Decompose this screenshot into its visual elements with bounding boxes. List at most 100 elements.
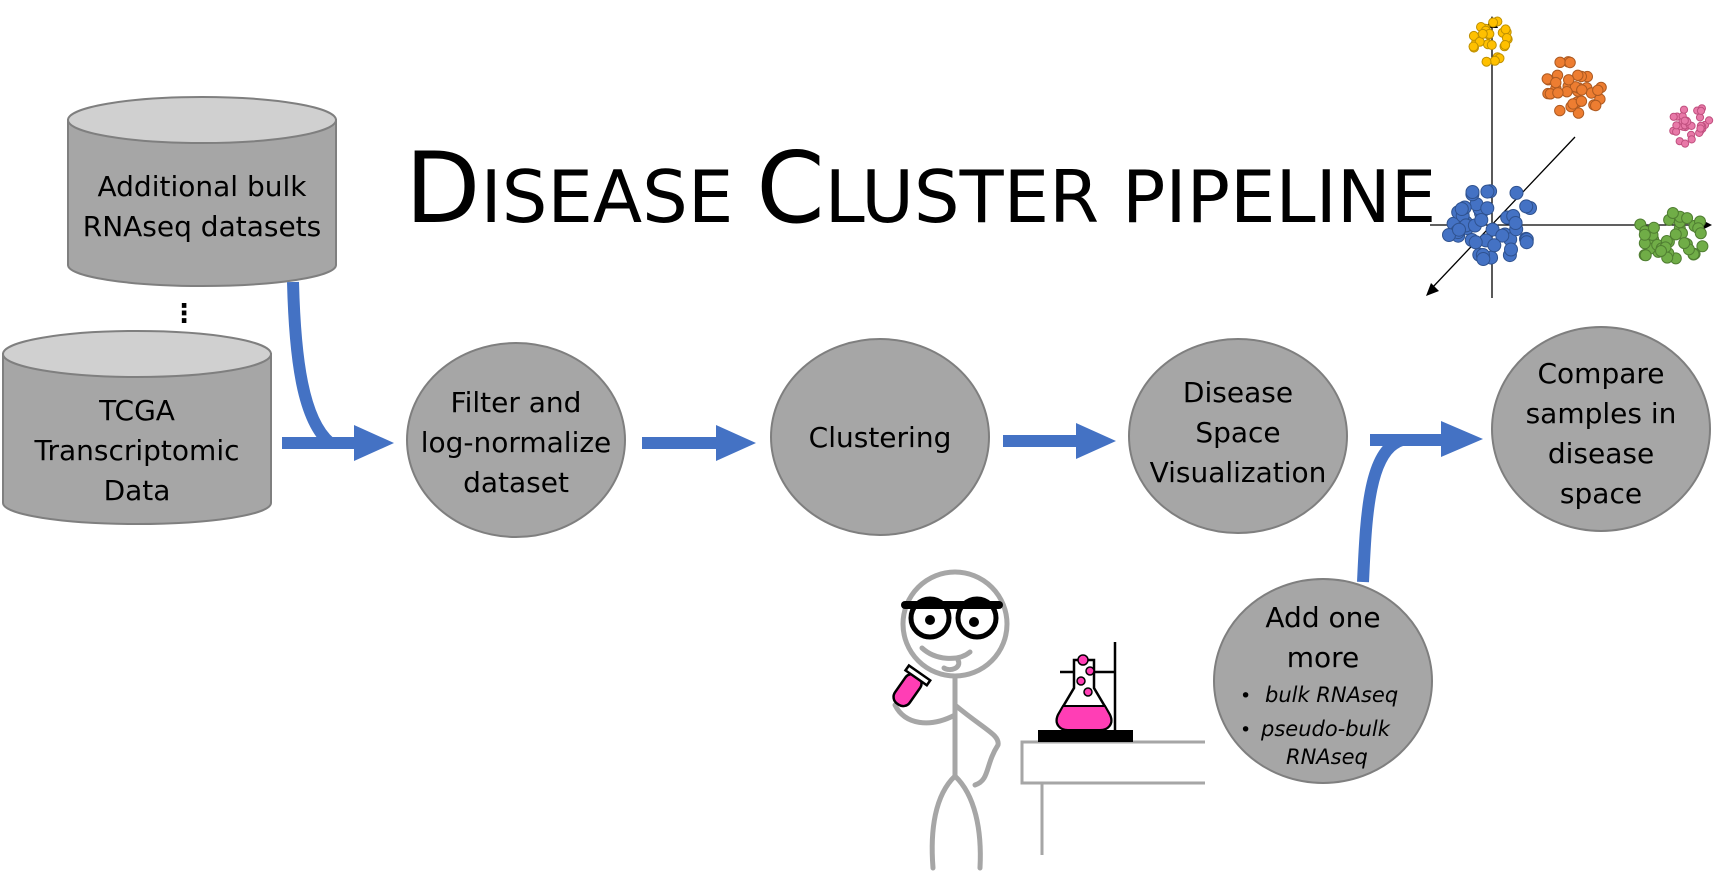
cluster-dot <box>1680 116 1689 125</box>
step-label-line: disease <box>1548 437 1654 470</box>
database-top-cap <box>67 96 337 144</box>
bullet-item: pseudo-bulk <box>1260 717 1391 741</box>
cluster-dot <box>1495 228 1510 243</box>
cluster-dot <box>1672 121 1681 130</box>
step-label-line: Visualization <box>1150 456 1327 489</box>
cluster-dot <box>1669 112 1678 121</box>
cluster-dots <box>1442 16 1714 266</box>
merge-curve-arrow <box>1357 434 1445 583</box>
cluster-dot <box>1681 139 1690 148</box>
cluster-dot <box>1687 135 1696 144</box>
database-additional-bulk: Additional bulk RNAseq datasets <box>67 96 337 287</box>
bullet-item: bulk RNAseq <box>1265 683 1398 707</box>
database-label-line: TCGA <box>98 394 175 427</box>
cluster-dot <box>1554 104 1566 117</box>
cluster-dot <box>1480 184 1495 199</box>
cluster-dot <box>1477 28 1488 39</box>
bench-top <box>1020 740 1205 785</box>
cluster-dot <box>1696 124 1705 133</box>
cluster-dot <box>1474 213 1489 227</box>
flask-liquid <box>1055 705 1113 731</box>
step-label-line: Compare <box>1537 357 1664 390</box>
cluster-dot <box>1592 84 1604 97</box>
step-label-line: more <box>1287 641 1360 674</box>
cluster-dot <box>1696 240 1709 253</box>
cluster-dot <box>1487 238 1502 253</box>
cluster-dot <box>1468 41 1479 52</box>
cluster-dot <box>1705 116 1714 125</box>
bullet-glyph: • <box>1240 719 1251 741</box>
cluster-dot <box>1678 237 1691 250</box>
database-label-line: Additional bulk <box>98 170 308 203</box>
step-filter: Filter and log-normalize dataset <box>406 342 626 538</box>
database-label-line: Transcriptomic <box>33 434 239 467</box>
cluster-dot <box>1681 212 1694 225</box>
step-add-one-more: Add one more • bulk RNAseq • pseudo-bulk… <box>1213 578 1433 784</box>
cluster-dot <box>1481 56 1492 67</box>
cluster-dot <box>1695 113 1705 122</box>
cluster-dot <box>1504 242 1518 257</box>
step-label-line: Disease <box>1183 376 1293 409</box>
figure-leg-right <box>952 773 983 871</box>
cluster-dot <box>1509 185 1524 200</box>
cluster-dot <box>1468 235 1483 250</box>
chin-hand <box>941 657 962 673</box>
glasses-icon <box>901 596 1003 640</box>
cluster-dot <box>1519 235 1534 250</box>
cluster-dot <box>1519 199 1534 214</box>
step-label-line: log-normalize <box>421 426 612 459</box>
cluster-dot <box>1666 207 1679 219</box>
arrow-head <box>1441 421 1483 457</box>
step-compare: Compare samples in disease space <box>1491 326 1711 532</box>
cluster-dot <box>1694 227 1707 240</box>
database-top-cap <box>2 330 272 378</box>
step-disease-space: Disease Space Visualization <box>1128 338 1348 534</box>
cluster-dot <box>1572 107 1585 119</box>
arrow-head <box>354 425 394 461</box>
cluster-dot <box>1500 40 1511 50</box>
merge-curve-arrow <box>287 281 335 448</box>
eye-icon <box>925 615 935 625</box>
arrow-heads <box>354 421 1483 461</box>
bullet-item: RNAseq <box>1286 745 1368 769</box>
figure-leg-left <box>929 773 958 871</box>
step-label-line: Space <box>1195 416 1280 449</box>
step-label-line: Add one <box>1265 601 1380 634</box>
cluster-dot <box>1480 201 1495 216</box>
bubble-icon <box>1083 687 1093 697</box>
cluster-dot <box>1554 56 1566 68</box>
cluster-dot <box>1679 105 1689 114</box>
stick-figure-scientist <box>892 569 1010 871</box>
cluster-dot <box>1465 185 1480 199</box>
cluster-dot <box>1489 55 1500 66</box>
step-label-line: space <box>1560 477 1642 510</box>
database-label-line: Data <box>104 474 171 507</box>
cluster-dot <box>1452 222 1466 237</box>
cluster-dot <box>1508 216 1523 230</box>
flask-base <box>1038 730 1133 742</box>
database-label-line: RNAseq datasets <box>83 210 322 243</box>
cluster-dot <box>1669 228 1682 241</box>
cluster-dot <box>1590 99 1602 112</box>
cluster-dot <box>1696 106 1706 116</box>
cluster-dot <box>1639 249 1652 262</box>
step-label-line: Clustering <box>809 421 952 454</box>
cluster-dot <box>1576 84 1588 96</box>
cluster-dot <box>1454 202 1469 216</box>
arrow-head <box>716 425 756 461</box>
cluster-dot <box>1575 95 1588 107</box>
figure-arm-left <box>892 702 958 726</box>
flow-arrows <box>282 281 1445 583</box>
cluster-dot <box>1655 245 1667 257</box>
cluster-dot <box>1550 76 1562 89</box>
arrow-head <box>1076 423 1116 459</box>
bubble-icon <box>1085 666 1095 676</box>
step-label-line: dataset <box>463 466 569 499</box>
eye-icon <box>969 617 979 627</box>
cluster-dot <box>1488 17 1499 28</box>
cluster-dot <box>1564 56 1576 69</box>
diagram-title: DISEASE CLUSTER PIPELINE <box>405 132 1436 246</box>
cluster-dot <box>1647 221 1660 234</box>
cluster-dot <box>1486 40 1497 50</box>
